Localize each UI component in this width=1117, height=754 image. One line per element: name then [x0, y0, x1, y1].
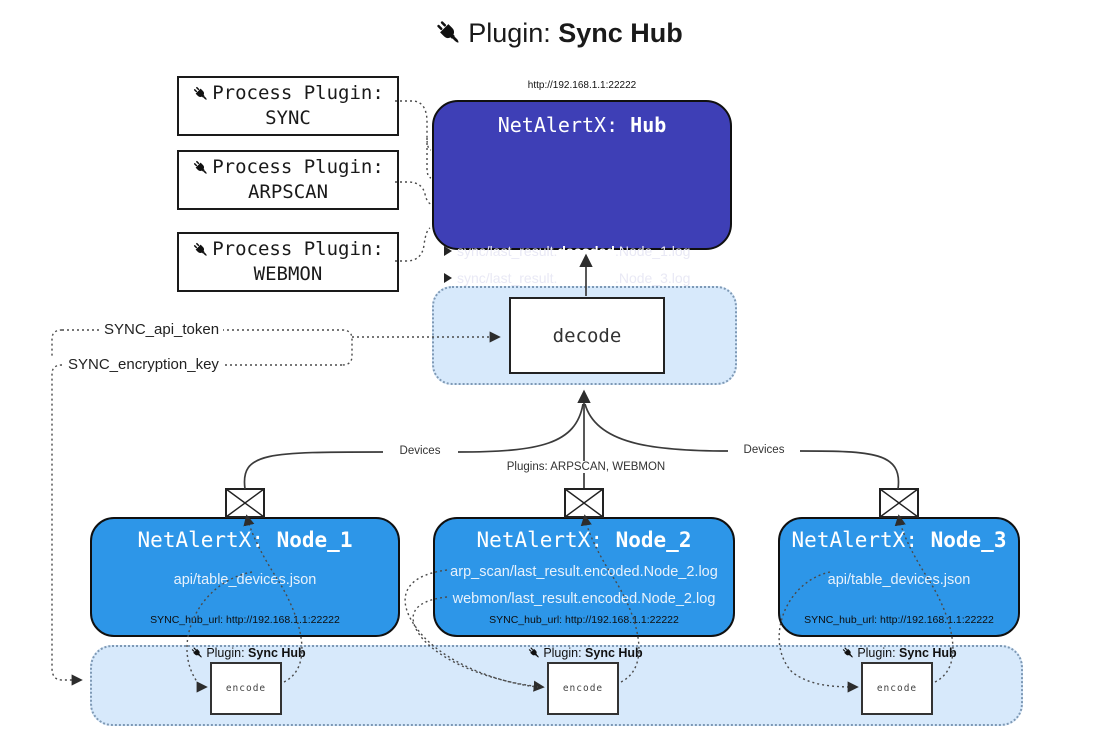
plug-icon — [192, 241, 210, 259]
edge-sync-to-row1 — [395, 100, 432, 151]
process-plugin-label: Process Plugin: — [212, 238, 384, 260]
node-title: NetAlertX: Node_1 — [137, 528, 353, 552]
sync-plugin-label: Plugin: Sync Hub — [527, 646, 643, 660]
node-box-node2: NetAlertX: Node_2 arp_scan/last_result.e… — [433, 517, 735, 637]
plug-icon — [192, 159, 210, 177]
process-plugin-name: ARPSCAN — [247, 181, 329, 203]
edge-arpscan-to-row3 — [395, 181, 432, 205]
plug-icon — [841, 646, 855, 660]
title-name: Sync Hub — [558, 18, 683, 48]
decode-box: decode — [509, 297, 665, 374]
node-box-node3: NetAlertX: Node_3 api/table_devices.json… — [778, 517, 1020, 637]
encode-box: encode — [861, 662, 933, 715]
page-title: Plugin: Sync Hub — [0, 18, 1117, 49]
encode-box: encode — [547, 662, 619, 715]
process-plugin-box-webmon: Process Plugin: WEBMON — [177, 232, 399, 292]
plug-icon — [527, 646, 541, 660]
plug-icon — [435, 19, 463, 47]
sync-api-token-label: SYNC_api_token — [100, 321, 224, 338]
hub-box: NetAlertX: Hub sync/last_result.decoded.… — [432, 100, 732, 334]
sync-encryption-key-label: SYNC_encryption_key — [64, 356, 223, 373]
plugins-edge-label: Plugins: ARPSCAN, WEBMON — [502, 461, 670, 473]
node-file: api/table_devices.json — [827, 572, 971, 588]
process-plugin-name: SYNC — [265, 107, 311, 129]
edge-node3-to-decode — [584, 403, 729, 452]
process-plugin-box-sync: Process Plugin: SYNC — [177, 76, 399, 136]
devices-edge-label-left: Devices — [395, 445, 445, 457]
plug-icon — [192, 85, 210, 103]
node-title: NetAlertX: Node_3 — [791, 528, 1007, 552]
edge-sync-to-row2 — [426, 138, 432, 179]
process-plugin-name: WEBMON — [253, 263, 323, 285]
edge-node1-to-decode — [457, 403, 584, 453]
edge-node1-to-decode — [243, 451, 384, 490]
hub-log-row: sync/last_result.decoded.Node_1.log — [444, 243, 690, 259]
edge-webmon-to-row4 — [395, 227, 431, 262]
sync-plugin-label: Plugin: Sync Hub — [190, 646, 306, 660]
process-plugin-label: Process Plugin: — [212, 82, 384, 104]
process-plugin-box-arpscan: Process Plugin: ARPSCAN — [177, 150, 399, 210]
node-box-node1: NetAlertX: Node_1 api/table_devices.json… — [90, 517, 400, 637]
edge-node3-to-decode — [799, 450, 900, 490]
hub-log-row: sync/last_result.decoded.Node_3.log — [444, 270, 690, 286]
hub-url-label: http://192.168.1.1:22222 — [527, 80, 637, 91]
node-hub-url: SYNC_hub_url: http://192.168.1.1:22222 — [150, 614, 340, 626]
sync-plugin-label: Plugin: Sync Hub — [841, 646, 957, 660]
node-file: arp_scan/last_result.encoded.Node_2.log — [450, 564, 718, 580]
node-file: webmon/last_result.encoded.Node_2.log — [452, 591, 716, 607]
node-hub-url: SYNC_hub_url: http://192.168.1.1:22222 — [804, 614, 994, 626]
hub-title: NetAlertX: Hub — [497, 113, 667, 137]
envelope-icon — [225, 488, 265, 518]
node-file: api/table_devices.json — [173, 572, 317, 588]
arrowhead-icon — [444, 246, 452, 256]
process-plugin-label: Process Plugin: — [212, 156, 384, 178]
node-title: NetAlertX: Node_2 — [476, 528, 692, 552]
plug-icon — [190, 646, 204, 660]
arrowhead-icon — [444, 273, 452, 283]
devices-edge-label-right: Devices — [739, 444, 789, 456]
encode-box: encode — [210, 662, 282, 715]
edge-api-token-corner — [51, 329, 63, 356]
title-prefix: Plugin: — [468, 18, 551, 48]
envelope-icon — [564, 488, 604, 518]
node-hub-url: SYNC_hub_url: http://192.168.1.1:22222 — [489, 614, 679, 626]
envelope-icon — [879, 488, 919, 518]
